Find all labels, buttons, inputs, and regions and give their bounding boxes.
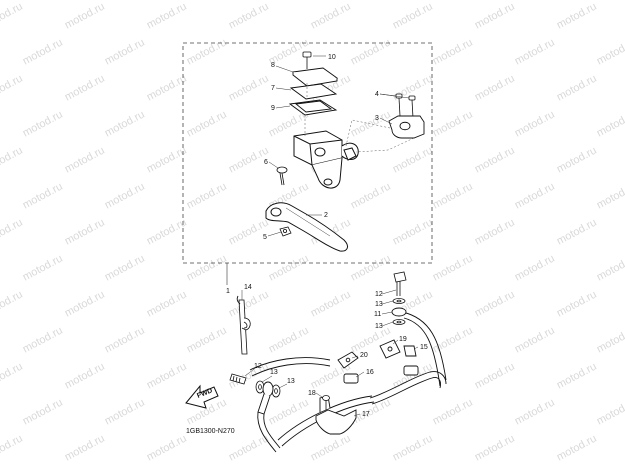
callout-4: 4: [375, 91, 379, 98]
callout-13-right-upper: 13: [375, 301, 383, 308]
leader-11: [381, 311, 393, 315]
pivot-bolt-6: [276, 166, 288, 186]
master-cylinder-assembly-box: [182, 42, 433, 264]
callout-13-right-lower: 13: [375, 323, 383, 330]
leader-13: [381, 300, 394, 305]
part-code-label: 1GB1300-N270: [186, 428, 235, 435]
master-cylinder-holder-3: [388, 115, 425, 139]
leader-20: [351, 355, 359, 359]
banjo-bolt-12-right: [393, 271, 407, 296]
bracket-17: [315, 395, 357, 435]
callout-9: 9: [271, 105, 275, 112]
callout-17: 17: [362, 411, 370, 418]
callout-labels: 1 2 3 4 5 6 7 8 9 10 11 12 13 13 14 15 1…: [226, 54, 428, 418]
callout-3: 3: [375, 115, 379, 122]
brake-hose: [236, 295, 447, 453]
cable-clamp-14: [238, 299, 251, 355]
leader-6: [268, 161, 279, 169]
callout-18: 18: [308, 390, 316, 397]
leader-4: [379, 93, 410, 99]
guide-line: [345, 119, 391, 147]
brake-lever-2: [265, 202, 348, 252]
hose-union-16: [343, 365, 419, 384]
master-cylinder-body: [293, 130, 359, 189]
leader-7: [275, 87, 292, 91]
banjo-fitting-right: [391, 307, 407, 317]
callout-7: 7: [271, 85, 275, 92]
callout-12-left: 12: [254, 363, 262, 370]
callout-16: 16: [366, 369, 374, 376]
fwd-arrow: FWD: [185, 384, 219, 409]
screw-10: [302, 51, 312, 69]
callout-6: 6: [264, 159, 268, 166]
diaphragm-plate-7: [289, 83, 338, 100]
leader-17: [353, 413, 361, 417]
leader-16: [355, 371, 365, 378]
leader-3: [379, 117, 393, 125]
leader-9: [275, 105, 291, 109]
hose-guide-19: [379, 339, 401, 359]
banjo-fitting-left: [257, 381, 274, 415]
callout-20: 20: [360, 352, 368, 359]
banjo-bolt-12-left: [229, 373, 247, 385]
leader-5: [267, 231, 282, 237]
leader-12: [381, 289, 397, 295]
guide-line: [355, 137, 415, 153]
bracket-20: [337, 351, 359, 369]
leader-8: [275, 65, 294, 73]
callout-8: 8: [271, 62, 275, 69]
callout-2: 2: [324, 212, 328, 219]
screw-18: [322, 395, 330, 410]
callout-12-right: 12: [375, 291, 383, 298]
callout-19: 19: [399, 336, 407, 343]
hose-clip-15: [403, 345, 417, 357]
diaphragm-9: [288, 99, 338, 116]
callout-1: 1: [226, 288, 230, 295]
washer-13-right: [392, 298, 406, 325]
leader-19: [392, 339, 399, 345]
leader-15: [413, 346, 419, 350]
callout-10: 10: [328, 54, 336, 61]
reservoir-cap-8: [291, 67, 339, 87]
callout-15: 15: [420, 344, 428, 351]
leader-18: [315, 392, 323, 398]
callout-5: 5: [263, 234, 267, 241]
leader-13: [278, 383, 288, 389]
leader-13: [261, 375, 273, 383]
callout-14: 14: [244, 284, 252, 291]
callout-13-left-lower: 13: [287, 378, 295, 385]
leader-13: [381, 321, 394, 327]
callout-11: 11: [374, 311, 381, 318]
nut-5: [279, 226, 292, 237]
callout-13-left-upper: 13: [270, 369, 278, 376]
